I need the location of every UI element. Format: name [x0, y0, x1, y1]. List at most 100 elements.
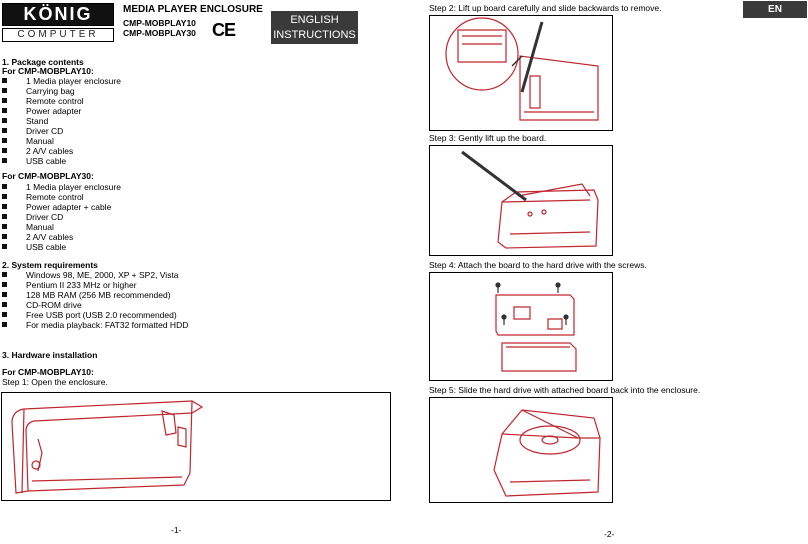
package-item: Stand — [0, 116, 121, 126]
list-item-text: Driver CD — [26, 212, 64, 222]
page-2: EN Step 2: Lift up board carefully and s… — [404, 0, 808, 544]
package-item: Carrying bag — [0, 86, 121, 96]
list-item-text: 128 MB RAM (256 MB recommended) — [26, 290, 171, 300]
konig-logo: KÖNIG COMPUTER — [2, 3, 114, 42]
package-item: 2 A/V cables — [0, 232, 121, 242]
language-box: ENGLISH INSTRUCTIONS — [271, 11, 358, 44]
page-1: KÖNIG COMPUTER MEDIA PLAYER ENCLOSURE CM… — [0, 0, 400, 544]
enclosure-illustration — [11, 400, 204, 494]
step-2-illustration — [445, 17, 599, 121]
requirement-item: CD-ROM drive — [0, 300, 188, 310]
step-2-text: Step 2: Lift up board carefully and slid… — [429, 3, 662, 13]
logo-subtitle: COMPUTER — [2, 28, 114, 42]
list-item-text: Stand — [26, 116, 49, 126]
requirement-item: Windows 98, ME, 2000, XP + SP2, Vista — [0, 270, 188, 280]
language-line-1: ENGLISH — [290, 13, 339, 26]
subheading-mobplay10: For CMP-MOBPLAY10: — [2, 66, 94, 76]
requirement-item: Free USB port (USB 2.0 recommended) — [0, 310, 188, 320]
figure-step-3 — [429, 145, 613, 256]
list-item-text: Driver CD — [26, 126, 64, 136]
step-5-illustration — [493, 409, 601, 497]
list-item-text: CD-ROM drive — [26, 300, 82, 310]
bullet-icon — [2, 322, 7, 327]
package-item: Driver CD — [0, 126, 121, 136]
section-hardware-installation: 3. Hardware installation — [2, 350, 98, 360]
page-number-1: -1- — [171, 525, 182, 535]
package-item: Remote control — [0, 192, 121, 202]
figure-step-5 — [429, 397, 613, 503]
bullet-icon — [2, 312, 7, 317]
bullet-icon — [2, 244, 7, 249]
bullet-icon — [2, 78, 7, 83]
bullet-icon — [2, 148, 7, 153]
package-item: Remote control — [0, 96, 121, 106]
subheading-mobplay30: For CMP-MOBPLAY30: — [2, 171, 94, 181]
bullet-icon — [2, 184, 7, 189]
list-item-text: Free USB port (USB 2.0 recommended) — [26, 310, 177, 320]
ce-mark: CE — [212, 20, 236, 40]
list-item-text: Manual — [26, 136, 54, 146]
package-item: Power adapter — [0, 106, 121, 116]
bullet-icon — [2, 194, 7, 199]
bullet-icon — [2, 108, 7, 113]
language-tab-en: EN — [743, 1, 807, 18]
model-number-10: CMP-MOBPLAY10 — [123, 18, 196, 28]
bullet-icon — [2, 224, 7, 229]
requirement-item: Pentium II 233 MHz or higher — [0, 280, 188, 290]
bullet-icon — [2, 214, 7, 219]
page-number-2: -2- — [604, 529, 615, 539]
bullet-icon — [2, 128, 7, 133]
package-item: Power adapter + cable — [0, 202, 121, 212]
bullet-icon — [2, 302, 7, 307]
list-item-text: Power adapter + cable — [26, 202, 112, 212]
step-4-illustration — [495, 282, 577, 372]
list-item-text: For media playback: FAT32 formatted HDD — [26, 320, 189, 330]
package-item: Manual — [0, 136, 121, 146]
bullet-icon — [2, 282, 7, 287]
list-item-text: Pentium II 233 MHz or higher — [26, 280, 137, 290]
package-item: 1 Media player enclosure — [0, 76, 121, 86]
subheading-hardware-mobplay10: For CMP-MOBPLAY10: — [2, 367, 94, 377]
logo-wordmark: KÖNIG — [2, 3, 114, 26]
bullet-icon — [2, 272, 7, 277]
bullet-icon — [2, 292, 7, 297]
requirement-item: For media playback: FAT32 formatted HDD — [0, 320, 188, 330]
step-3-illustration — [461, 150, 599, 249]
step-4-text: Step 4: Attach the board to the hard dri… — [429, 260, 647, 270]
package-item: 1 Media player enclosure — [0, 182, 121, 192]
bullet-icon — [2, 234, 7, 239]
bullet-icon — [2, 98, 7, 103]
document-title: MEDIA PLAYER ENCLOSURE — [123, 4, 263, 15]
list-item-text: 1 Media player enclosure — [26, 182, 121, 192]
step-3-text: Step 3: Gently lift up the board. — [429, 133, 547, 143]
list-item-text: Power adapter — [26, 106, 82, 116]
step-5-text: Step 5: Slide the hard drive with attach… — [429, 385, 701, 395]
list-item-text: 2 A/V cables — [26, 232, 74, 242]
figure-open-enclosure — [1, 392, 391, 501]
list-item-text: USB cable — [26, 242, 67, 252]
bullet-icon — [2, 118, 7, 123]
list-item-text: 2 A/V cables — [26, 146, 74, 156]
bullet-icon — [2, 204, 7, 209]
model-number-30: CMP-MOBPLAY30 — [123, 28, 196, 38]
package-item: 2 A/V cables — [0, 146, 121, 156]
bullet-icon — [2, 138, 7, 143]
package-item: USB cable — [0, 242, 121, 252]
list-item-text: Manual — [26, 222, 54, 232]
figure-step-4 — [429, 272, 613, 381]
list-item-text: 1 Media player enclosure — [26, 76, 121, 86]
package-item: Manual — [0, 222, 121, 232]
section-system-requirements: 2. System requirements — [2, 260, 98, 270]
list-item-text: Carrying bag — [26, 86, 75, 96]
figure-step-2 — [429, 15, 613, 131]
language-line-2: INSTRUCTIONS — [273, 28, 356, 41]
list-item-text: Remote control — [26, 192, 84, 202]
bullet-icon — [2, 158, 7, 163]
package-item: Driver CD — [0, 212, 121, 222]
requirement-item: 128 MB RAM (256 MB recommended) — [0, 290, 188, 300]
package-item: USB cable — [0, 156, 121, 166]
list-item-text: Remote control — [26, 96, 84, 106]
